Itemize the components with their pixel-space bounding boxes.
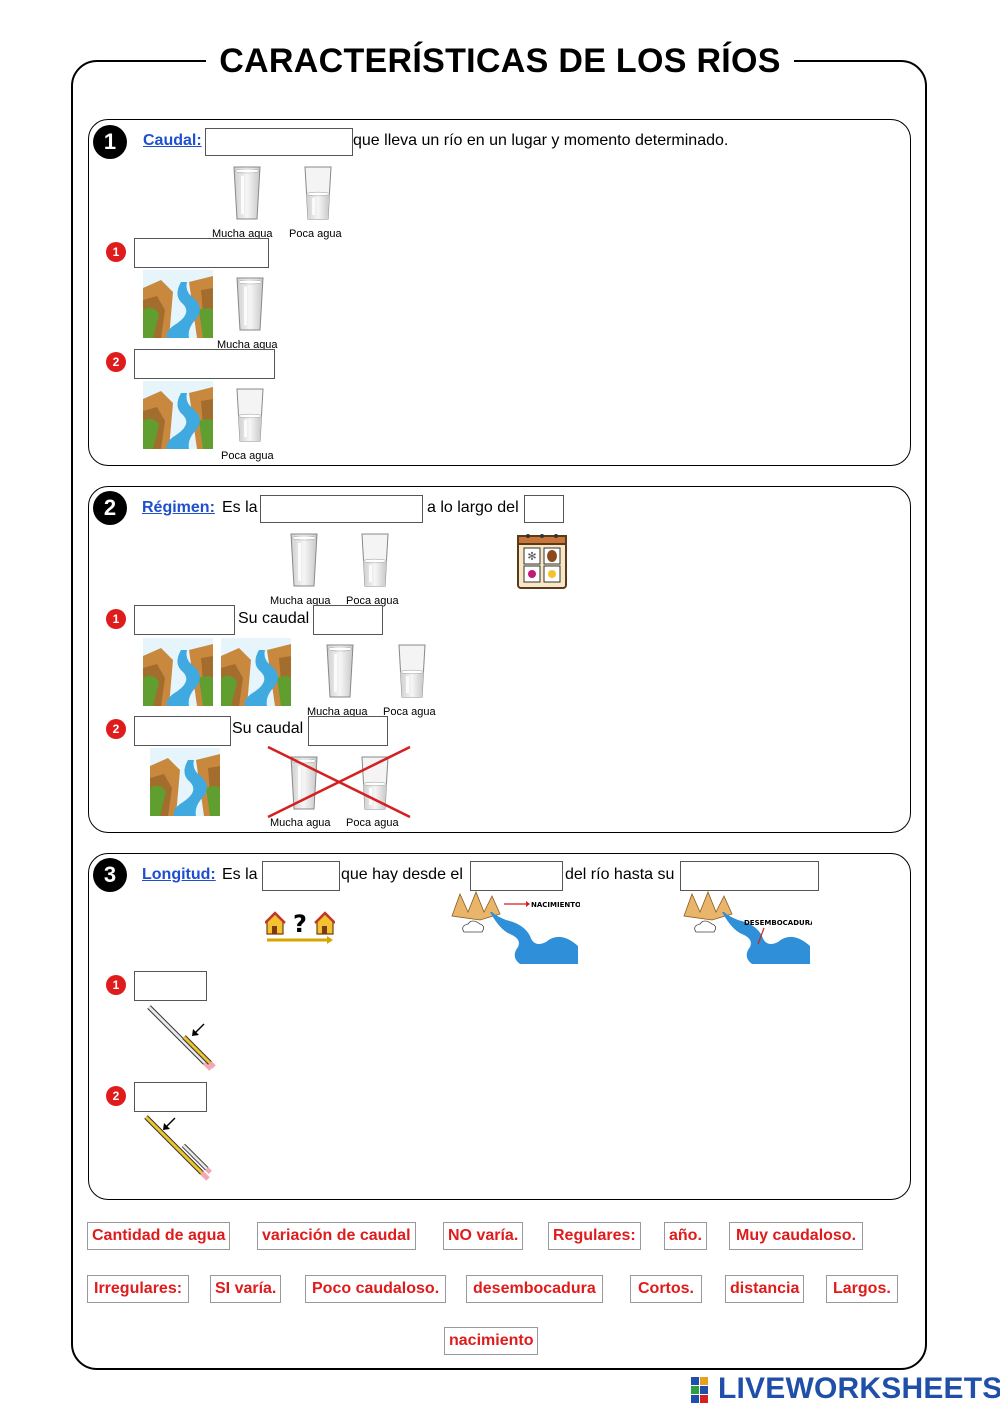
word-tile[interactable]: Poco caudaloso.	[305, 1275, 447, 1303]
word-bank-row-2: Irregulares: SI varía. Poco caudaloso. d…	[0, 1275, 1000, 1305]
item-number-1: 1	[106, 975, 126, 995]
a-lo-largo-text: a lo largo del	[427, 499, 519, 516]
longitud-start-input[interactable]	[470, 861, 563, 891]
arrow-icon	[192, 1023, 205, 1036]
svg-text:✻: ✻	[527, 550, 536, 563]
word-tile[interactable]: distancia	[725, 1275, 805, 1303]
su-caudal-text: Su caudal	[238, 610, 310, 627]
calendar-icon: ✻	[517, 534, 567, 589]
word-tile[interactable]: SI varía.	[210, 1275, 282, 1303]
longitud-item2-input[interactable]	[134, 1082, 207, 1112]
item-number-1: 1	[106, 609, 126, 629]
word-tile[interactable]: Regulares:	[548, 1222, 641, 1250]
river-mouth-map-icon: DESEMBOCADURA	[683, 890, 812, 964]
es-la-text: Es la	[222, 866, 258, 883]
section-number-3: 3	[93, 858, 127, 892]
river-landscape-icon	[221, 638, 291, 706]
que-hay-desde-text: que hay desde el	[341, 866, 463, 883]
word-tile[interactable]: variación de caudal	[257, 1222, 416, 1250]
desembocadura-label: DESEMBOCADURA	[744, 919, 812, 927]
section-number-2: 2	[93, 491, 127, 525]
glass-caption: Mucha agua	[217, 339, 278, 351]
caudal-item1-input[interactable]	[134, 238, 269, 268]
item-number-2: 2	[106, 719, 126, 739]
regimen-item1-caudal-input[interactable]	[313, 605, 383, 635]
glass-caption: Mucha agua	[270, 595, 331, 607]
cross-out-icon	[267, 745, 411, 819]
river-landscape-icon	[143, 381, 213, 449]
glass-caption: Mucha agua	[270, 817, 331, 829]
glass-caption: Poca agua	[383, 706, 436, 718]
glass-low-icon	[398, 644, 426, 699]
word-tile[interactable]: año.	[664, 1222, 707, 1250]
word-tile[interactable]: Largos.	[826, 1275, 898, 1303]
pencil-long-icon	[144, 1115, 210, 1181]
glass-full-icon	[236, 277, 264, 332]
pencil-short-icon	[178, 1031, 218, 1071]
su-caudal-text: Su caudal	[232, 720, 304, 737]
word-tile[interactable]: Irregulares:	[87, 1275, 190, 1303]
distance-icon: ?	[265, 910, 335, 944]
caudal-answer-input[interactable]	[205, 128, 353, 156]
caudal-heading: Caudal:	[143, 132, 202, 149]
section-longitud	[88, 853, 911, 1200]
word-bank-row-1: Cantidad de agua variación de caudal NO …	[0, 1222, 1000, 1252]
word-tile[interactable]: NO varía.	[443, 1222, 524, 1250]
glass-caption: Poca agua	[346, 595, 399, 607]
glass-low-icon	[236, 388, 264, 443]
river-landscape-icon	[143, 638, 213, 706]
glass-full-icon	[326, 644, 354, 699]
regimen-item2-type-input[interactable]	[134, 716, 231, 746]
river-landscape-icon	[150, 748, 220, 816]
word-tile[interactable]: nacimiento	[444, 1327, 539, 1355]
word-tile[interactable]: desembocadura	[466, 1275, 603, 1303]
arrow-icon	[163, 1117, 176, 1130]
glass-caption: Mucha agua	[212, 228, 273, 240]
glass-full-icon	[290, 533, 318, 588]
section-regimen	[88, 486, 911, 833]
svg-text:?: ?	[293, 910, 307, 938]
caudal-item2-input[interactable]	[134, 349, 275, 379]
section-number-1: 1	[93, 125, 127, 159]
longitud-heading: Longitud:	[142, 866, 216, 883]
regimen-period-input[interactable]	[524, 495, 564, 523]
item-number-2: 2	[106, 352, 126, 372]
glass-full-icon	[233, 166, 261, 221]
regimen-item2-caudal-input[interactable]	[308, 716, 388, 746]
longitud-answer-input[interactable]	[262, 861, 340, 891]
glass-caption: Poca agua	[346, 817, 399, 829]
word-bank-row-3: nacimiento	[0, 1327, 1000, 1357]
item-number-1: 1	[106, 242, 126, 262]
pencil-short-icon	[181, 1143, 212, 1174]
river-landscape-icon	[143, 270, 213, 338]
item-number-2: 2	[106, 1086, 126, 1106]
glass-caption: Poca agua	[221, 450, 274, 462]
word-tile[interactable]: Cortos.	[630, 1275, 702, 1303]
liveworksheets-logo-icon	[691, 1377, 708, 1403]
regimen-item1-type-input[interactable]	[134, 605, 235, 635]
regimen-heading: Régimen:	[142, 499, 215, 516]
river-source-map-icon: NACIMIENTO	[451, 890, 580, 964]
caudal-definition-text: que lleva un río en un lugar y momento d…	[353, 132, 729, 149]
liveworksheets-brand: LIVEWORKSHEETS	[718, 1372, 1000, 1405]
page-title: CARACTERÍSTICAS DE LOS RÍOS	[219, 42, 781, 80]
title-background	[206, 36, 794, 96]
glass-caption: Mucha agua	[307, 706, 368, 718]
section-caudal	[88, 119, 911, 466]
del-rio-hasta-text: del río hasta su	[565, 866, 675, 883]
longitud-end-input[interactable]	[680, 861, 819, 891]
glass-caption: Poca agua	[289, 228, 342, 240]
word-tile[interactable]: Muy caudaloso.	[729, 1222, 864, 1250]
regimen-answer-input[interactable]	[260, 495, 423, 523]
nacimiento-label: NACIMIENTO	[531, 901, 580, 909]
es-la-text: Es la	[222, 499, 258, 516]
glass-low-icon	[304, 166, 332, 221]
glass-low-icon	[361, 533, 389, 588]
longitud-item1-input[interactable]	[134, 971, 207, 1001]
word-tile[interactable]: Cantidad de agua	[87, 1222, 231, 1250]
